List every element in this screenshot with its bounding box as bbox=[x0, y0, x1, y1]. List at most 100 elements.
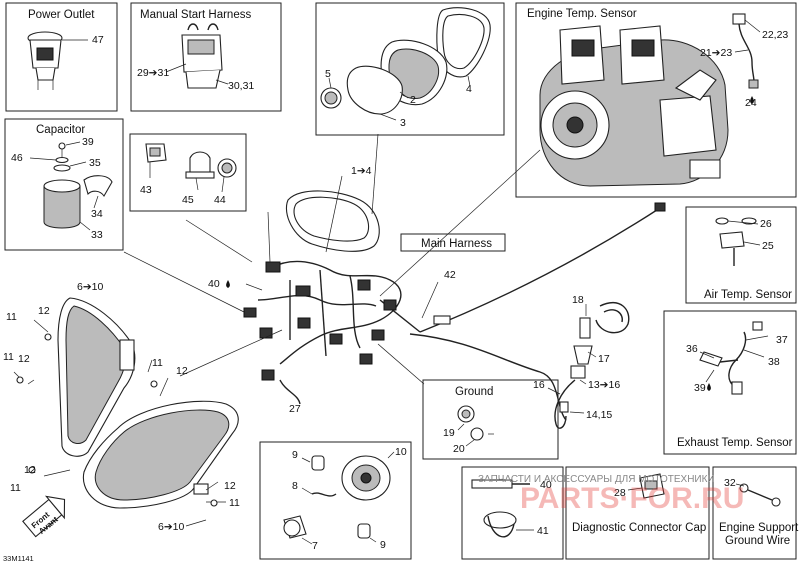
loctite-drop-icon bbox=[750, 96, 754, 104]
label-11-a: 11 bbox=[6, 311, 17, 323]
manual-start-harness-drawing bbox=[165, 23, 229, 89]
label-9-a: 9 bbox=[292, 449, 298, 461]
manual-start-harness-title: Manual Start Harness bbox=[140, 9, 251, 21]
label-26: 26 bbox=[760, 218, 772, 230]
label-35: 35 bbox=[89, 157, 101, 169]
label-32: 32 bbox=[724, 477, 736, 489]
label-2: 2 bbox=[410, 94, 416, 106]
engine-support-ground-wire-panel bbox=[712, 466, 797, 560]
ground-panel bbox=[422, 379, 559, 460]
capacitor-title: Capacitor bbox=[36, 124, 85, 136]
screw-icon bbox=[44, 333, 52, 341]
label-12-a: 12 bbox=[38, 305, 50, 317]
label-6-10-top: 6➔10 bbox=[77, 281, 103, 293]
label-5: 5 bbox=[325, 68, 331, 80]
label-25: 25 bbox=[762, 240, 774, 252]
label-18: 18 bbox=[572, 294, 584, 306]
engine-drawing bbox=[539, 25, 729, 187]
exhaust-temp-sensor-drawing bbox=[699, 321, 769, 395]
right-headlight-drawing bbox=[43, 359, 239, 527]
label-1-4: 1➔4 bbox=[351, 165, 372, 177]
label-7: 7 bbox=[312, 540, 318, 552]
label-29-31: 29➔31 bbox=[137, 67, 169, 79]
label-46: 46 bbox=[11, 152, 23, 164]
ground-title: Ground bbox=[455, 386, 493, 398]
headlight-bulb-panel bbox=[259, 441, 412, 560]
engine-temp-sensor-drawing bbox=[732, 13, 761, 89]
front-arrow-icon bbox=[22, 495, 66, 538]
label-27: 27 bbox=[289, 403, 301, 415]
main-harness-drawing bbox=[123, 133, 666, 421]
harness-clip-drawing bbox=[471, 479, 534, 538]
screw-icon bbox=[210, 499, 218, 507]
label-11-e: 11 bbox=[229, 497, 240, 509]
label-40: 40 bbox=[208, 278, 220, 290]
label-4: 4 bbox=[466, 83, 472, 95]
label-13-16: 13➔16 bbox=[588, 379, 620, 391]
screw-icon bbox=[28, 466, 36, 474]
label-11-d: 11 bbox=[10, 482, 21, 494]
screw-icon bbox=[150, 380, 158, 388]
capacitor-drawing bbox=[29, 141, 113, 231]
label-17: 17 bbox=[598, 353, 610, 365]
diagnostic-connector-cap-drawing bbox=[627, 473, 665, 499]
label-12-b: 12 bbox=[18, 353, 30, 365]
label-43: 43 bbox=[140, 184, 152, 196]
label-14-15: 14,15 bbox=[586, 409, 612, 421]
tether-cord-drawing bbox=[547, 301, 630, 429]
air-temp-sensor-drawing bbox=[715, 217, 761, 266]
label-39b: 39 bbox=[694, 382, 706, 394]
left-headlight-drawing bbox=[13, 297, 136, 457]
main-harness-label-box bbox=[400, 233, 506, 252]
ground-drawing bbox=[457, 405, 494, 447]
label-41: 41 bbox=[537, 525, 549, 537]
label-19: 19 bbox=[443, 427, 455, 439]
label-16: 16 bbox=[533, 379, 545, 391]
label-6-10-bottom: 6➔10 bbox=[158, 521, 184, 533]
engine-support-ground-wire-drawing bbox=[735, 483, 781, 507]
label-47: 47 bbox=[92, 34, 104, 46]
label-44: 44 bbox=[214, 194, 226, 206]
engine-temp-sensor-title: Engine Temp. Sensor bbox=[527, 8, 637, 20]
figure-code: 33M1141 bbox=[3, 554, 34, 563]
label-11-c: 11 bbox=[152, 357, 163, 369]
label-20: 20 bbox=[453, 443, 465, 455]
label-10: 10 bbox=[395, 446, 407, 458]
diagnostic-connector-cap-panel bbox=[565, 466, 710, 560]
exhaust-temp-sensor-title: Exhaust Temp. Sensor bbox=[677, 437, 793, 449]
power-outlet-panel bbox=[5, 2, 118, 112]
label-38: 38 bbox=[768, 356, 780, 368]
watermark-text: ЗАПЧАСТИ И АКСЕССУАРЫ ДЛЯ МОТОТЕХНИКИ bbox=[478, 474, 715, 485]
loctite-drop-icon bbox=[707, 383, 711, 391]
label-8: 8 bbox=[292, 480, 298, 492]
watermark-logo: PARTS·FOR.RU bbox=[520, 482, 744, 515]
label-45: 45 bbox=[182, 194, 194, 206]
headlight-bulb-drawing bbox=[283, 451, 395, 545]
loctite-drop-icon bbox=[226, 280, 230, 288]
label-42: 42 bbox=[444, 269, 456, 281]
label-40b: 40 bbox=[540, 479, 552, 491]
connector-panel-drawing bbox=[145, 143, 237, 193]
power-outlet-title: Power Outlet bbox=[28, 9, 95, 21]
label-34: 34 bbox=[91, 208, 103, 220]
label-12-d: 12 bbox=[24, 464, 36, 476]
screw-icon bbox=[16, 376, 24, 384]
power-outlet-drawing bbox=[27, 31, 88, 90]
label-9-b: 9 bbox=[380, 539, 386, 551]
label-33: 33 bbox=[91, 229, 103, 241]
main-harness-title: Main Harness bbox=[421, 238, 492, 250]
label-21-23: 21➔23 bbox=[700, 47, 732, 59]
air-temp-sensor-panel bbox=[685, 206, 797, 304]
label-28: 28 bbox=[614, 487, 626, 499]
label-22-23: 22,23 bbox=[762, 29, 788, 41]
label-36: 36 bbox=[686, 343, 698, 355]
label-39: 39 bbox=[82, 136, 94, 148]
engine-support-title-line1: Engine Support bbox=[719, 522, 799, 534]
air-temp-sensor-title: Air Temp. Sensor bbox=[704, 289, 792, 301]
diagnostic-connector-cap-title: Diagnostic Connector Cap bbox=[572, 522, 706, 534]
gauge-drawing bbox=[320, 7, 491, 121]
label-37: 37 bbox=[776, 334, 788, 346]
label-30-31: 30,31 bbox=[228, 80, 254, 92]
label-12-c: 12 bbox=[176, 365, 188, 377]
